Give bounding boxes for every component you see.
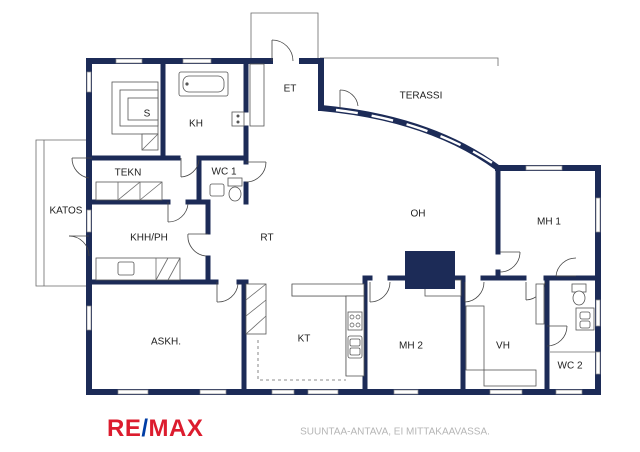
room-label-khh-ph: KHH/PH [130,233,168,244]
kitchen-counter [257,283,365,381]
toilet-wc2 [571,283,587,306]
katos-canopy [35,139,90,287]
tekn-units [95,181,163,201]
room-label-terassi: TERASSI [400,91,443,102]
entrance-canopy [250,12,319,58]
room-label-kh: KH [189,119,203,130]
room-label-tekn: TEKN [115,168,142,179]
shower-fixtures [231,111,245,127]
room-label-mh2: MH 2 [399,341,423,352]
fireplace [405,251,455,289]
remax-logo: RE/MAX [107,415,203,442]
room-label-wc2: WC 2 [558,361,583,372]
kitchen-sink [347,335,363,359]
room-label-vh: VH [496,341,510,352]
windows [86,58,601,395]
room-label-mh1: MH 1 [537,217,561,228]
wc1-sink [209,183,225,197]
remax-logo-max: MAX [149,415,204,442]
sauna-stove [141,133,159,151]
disclaimer-text: SUUNTAA-ANTAVA, EI MITTAKAAVASSA. [300,427,490,438]
stove [347,311,363,331]
toilet [227,177,243,202]
room-label-et: ET [284,84,297,95]
room-label-s: S [144,109,151,120]
terrace-window-wall [320,105,500,171]
remax-logo-text: RE/MAX [107,415,203,442]
room-labels: TERASSI ET KH S TEKN WC 1 KATOS KHH/PH R… [50,84,583,372]
room-label-oh: OH [411,209,426,220]
room-label-rt: RT [260,233,273,244]
room-label-katos: KATOS [50,206,83,217]
bathtub [178,71,229,97]
sauna-bench [111,81,159,135]
doors [68,39,577,347]
askh-wardrobe [245,283,267,335]
room-label-askh: ASKH. [151,337,181,348]
khh-counter [95,257,181,281]
remax-logo-slash: / [141,415,148,442]
room-label-kt: KT [298,334,311,345]
terrace-outline [319,57,499,66]
wc2-sinks [575,307,595,331]
remax-logo-re: RE [107,415,141,442]
room-label-wc1: WC 1 [212,167,237,178]
